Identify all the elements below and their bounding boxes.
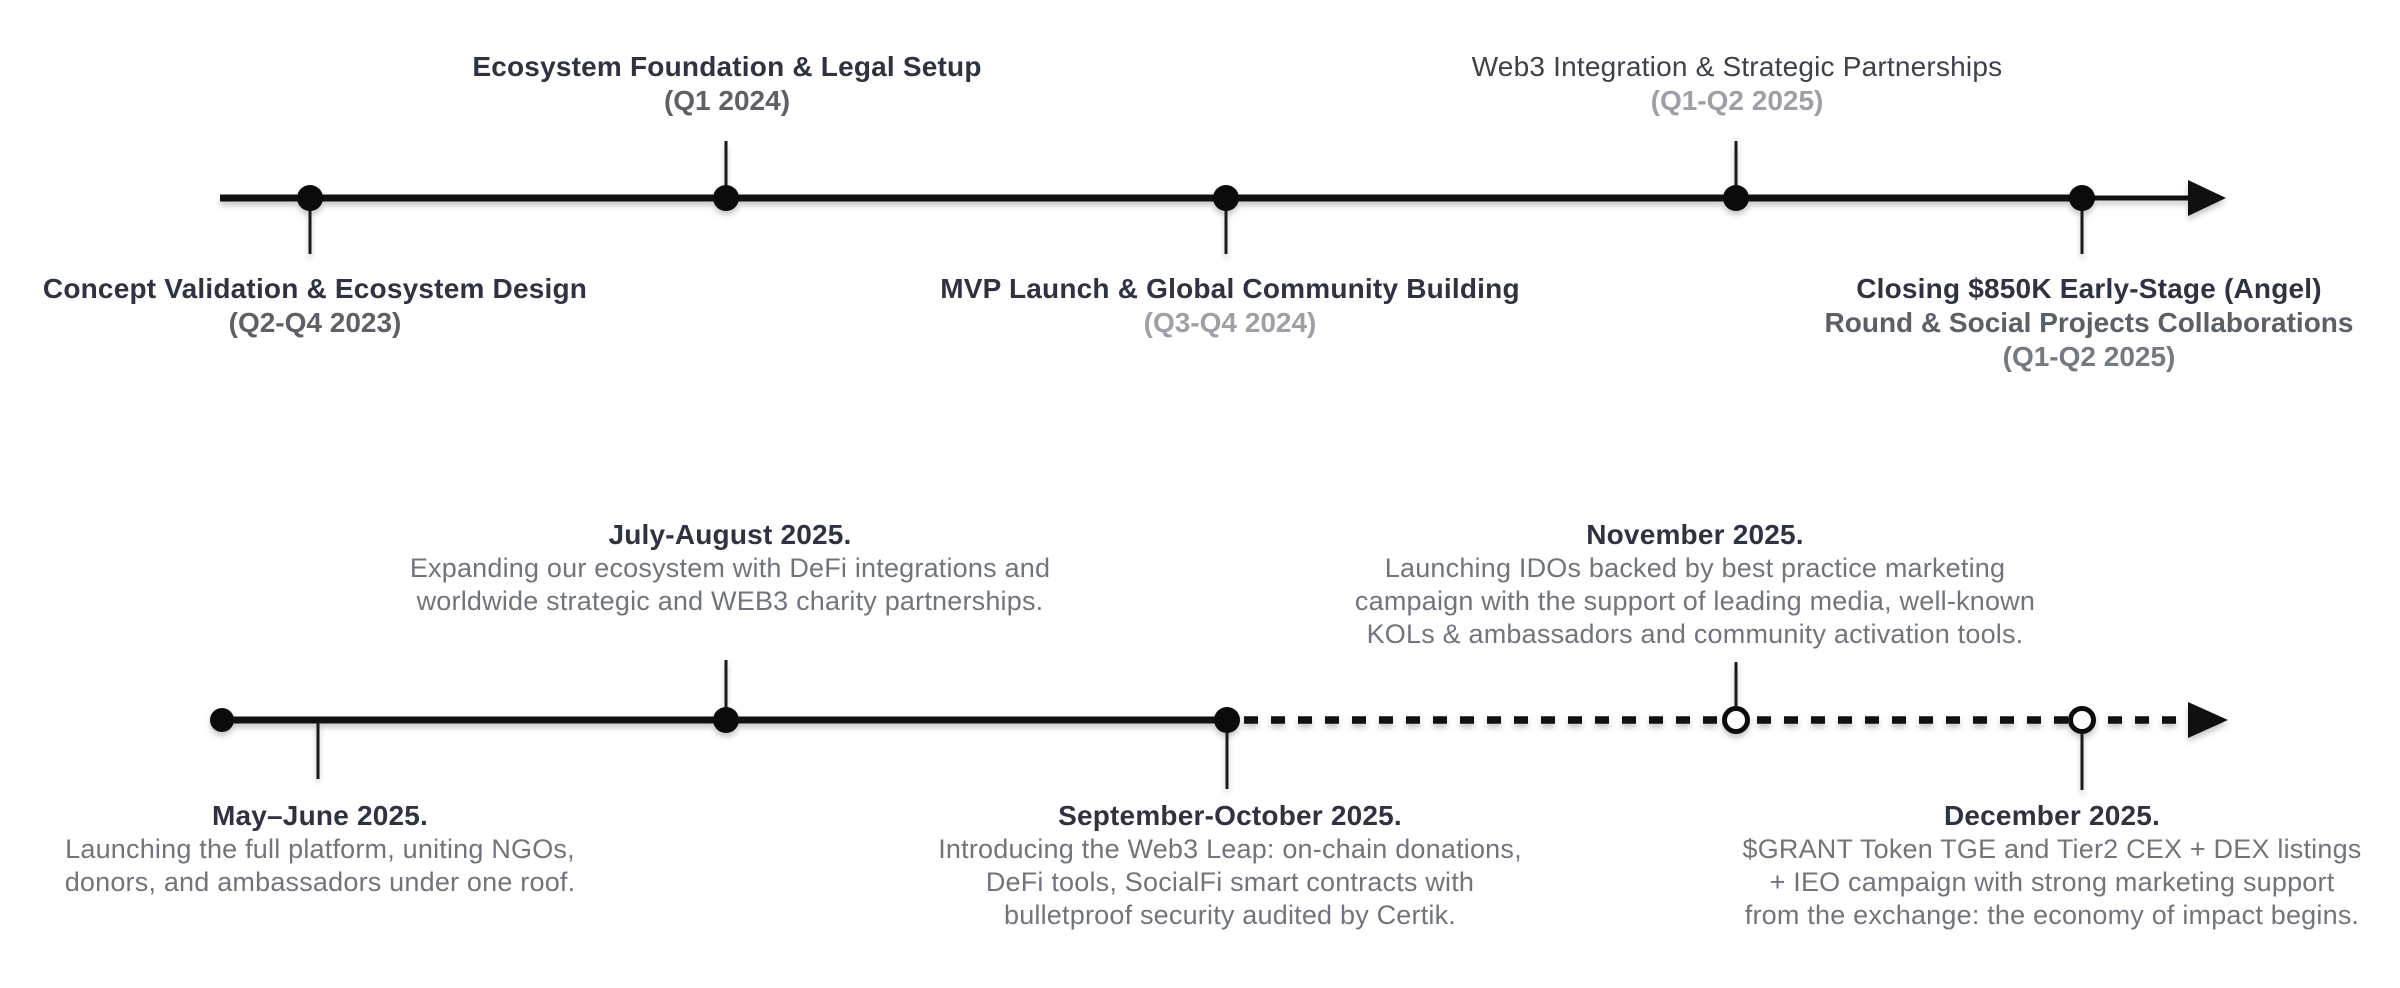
milestone-description-line: Introducing the Web3 Leap: on-chain dona…	[938, 834, 1522, 864]
milestone-title: MVP Launch & Global Community Building	[940, 273, 1520, 304]
milestone-may-june: May–June 2025. Launching the full platfo…	[65, 799, 576, 899]
timeline-node-filled	[1723, 185, 1749, 211]
top-timeline	[220, 141, 2226, 254]
milestone-title: November 2025.	[1586, 519, 1804, 550]
milestone-july-august: July-August 2025. Expanding our ecosyste…	[410, 518, 1050, 618]
milestone-september-october: September-October 2025. Introducing the …	[938, 799, 1522, 932]
milestone-concept-validation: Concept Validation & Ecosystem Design (Q…	[43, 272, 587, 340]
timeline-node-open	[2068, 706, 2096, 734]
milestone-description-line: $GRANT Token TGE and Tier2 CEX + DEX lis…	[1742, 834, 2362, 864]
milestone-description-line: worldwide strategic and WEB3 charity par…	[416, 586, 1044, 616]
milestone-description-line: donors, and ambassadors under one roof.	[64, 867, 576, 897]
milestone-description-line: from the exchange: the economy of impact…	[1744, 900, 2360, 930]
milestone-title: May–June 2025.	[211, 800, 429, 831]
top-arrowhead-icon	[2188, 180, 2226, 216]
milestone-title: Web3 Integration & Strategic Partnership…	[1471, 51, 2003, 82]
milestone-description-line: DeFi tools, SocialFi smart contracts wit…	[985, 867, 1475, 897]
milestone-description-line: Launching the full platform, uniting NGO…	[65, 834, 575, 864]
milestone-period: (Q1-Q2 2025)	[2002, 341, 2176, 372]
timeline-node-filled	[1214, 707, 1240, 733]
milestone-title: September-October 2025.	[1058, 800, 1402, 831]
timeline-node-filled	[2069, 185, 2095, 211]
milestone-period: (Q2-Q4 2023)	[228, 307, 402, 338]
milestone-web3-integration: Web3 Integration & Strategic Partnership…	[1472, 50, 2003, 118]
bottom-arrowhead-icon	[2188, 702, 2228, 738]
timeline-node-filled	[297, 185, 323, 211]
milestone-period: (Q1 2024)	[663, 85, 791, 116]
milestone-mvp-launch: MVP Launch & Global Community Building (…	[940, 272, 1520, 340]
milestone-title-line-1: Closing $850K Early-Stage (Angel)	[1856, 273, 2322, 304]
milestone-description-line: campaign with the support of leading med…	[1354, 586, 2036, 616]
bottom-timeline	[210, 660, 2228, 790]
milestone-november: November 2025. Launching IDOs backed by …	[1355, 518, 2035, 651]
timeline-node-filled	[1213, 185, 1239, 211]
milestone-description-line: KOLs & ambassadors and community activat…	[1366, 619, 2024, 649]
timeline-node-filled	[713, 185, 739, 211]
milestone-period: (Q3-Q4 2024)	[1143, 307, 1317, 338]
timeline-node-filled	[210, 708, 234, 732]
milestone-ecosystem-foundation: Ecosystem Foundation & Legal Setup (Q1 2…	[472, 50, 981, 118]
milestone-closing-round: Closing $850K Early-Stage (Angel) Round …	[1825, 272, 2354, 374]
milestone-december: December 2025. $GRANT Token TGE and Tier…	[1742, 799, 2361, 932]
timeline-node-filled	[713, 707, 739, 733]
milestone-title: December 2025.	[1943, 800, 2161, 831]
milestone-description-line: Expanding our ecosystem with DeFi integr…	[409, 553, 1051, 583]
milestone-title: Ecosystem Foundation & Legal Setup	[472, 51, 982, 82]
milestone-description-line: bulletproof security audited by Certik.	[1003, 900, 1457, 930]
milestone-title: July-August 2025.	[608, 519, 852, 550]
milestone-description-line: + IEO campaign with strong marketing sup…	[1769, 867, 2335, 897]
milestone-description-line: Launching IDOs backed by best practice m…	[1384, 553, 2006, 583]
milestone-title-line-2: Round & Social Projects Collaborations	[1824, 307, 2354, 338]
milestone-period: (Q1-Q2 2025)	[1650, 85, 1824, 116]
milestone-title: Concept Validation & Ecosystem Design	[42, 273, 588, 304]
timeline-node-open	[1722, 706, 1750, 734]
